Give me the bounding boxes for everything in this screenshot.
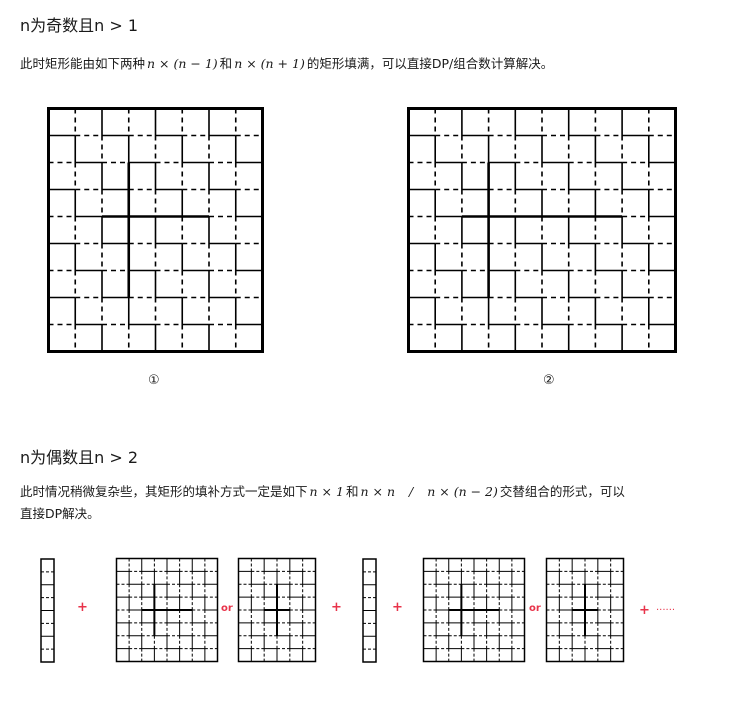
section2-expr2: n × n [360,484,395,499]
section1-expr1: n × (n − 1) [147,56,218,71]
section2-slash: / [409,484,414,499]
tiling-figure-2 [407,107,677,353]
rect-tiling-1 [237,557,317,663]
column-strip-2 [362,558,377,663]
grid-border [47,107,264,353]
section2-line2: 直接DP解决。 [20,506,100,521]
or-label-2: or [529,603,541,614]
or-label-1: or [221,603,233,614]
rect-tiling-2 [545,557,625,663]
section1-text-mid: 和 [219,56,233,71]
square-tiling-2 [422,557,526,663]
grid-border [422,557,526,663]
section1-expr2: n × (n + 1) [234,56,305,71]
plus-sign-1: + [77,600,88,615]
grid-border [115,557,219,663]
caption-2: ② [543,373,555,388]
grid-border [545,557,625,663]
ellipsis: ...... [656,602,676,613]
column-strip-1 [40,558,55,663]
plus-sign-2: + [331,600,342,615]
section1-text-before: 此时矩形能由如下两种 [20,56,146,71]
caption-1: ① [148,373,160,388]
section2-expr3: n × (n − 2) [427,484,498,499]
section2-heading: n为偶数且n > 2 [20,448,139,467]
section2-expr1: n × 1 [309,484,344,499]
column-border [362,558,377,663]
section2-text-mid: 和 [345,484,359,499]
section1-text-after: 的矩形填满，可以直接DP/组合数计算解决。 [306,56,554,71]
section2-text-after: 交替组合的形式，可以 [499,484,625,499]
plus-sign-4: + [639,603,650,618]
grid-border [237,557,317,663]
section2-text-before: 此时情况稍微复杂些，其矩形的填补方式一定是如下 [20,484,308,499]
grid-border [407,107,677,353]
column-border [40,558,55,663]
tiling-figure-1 [47,107,264,353]
section1-heading: n为奇数且n > 1 [20,16,139,35]
plus-sign-3: + [392,600,403,615]
square-tiling-1 [115,557,219,663]
